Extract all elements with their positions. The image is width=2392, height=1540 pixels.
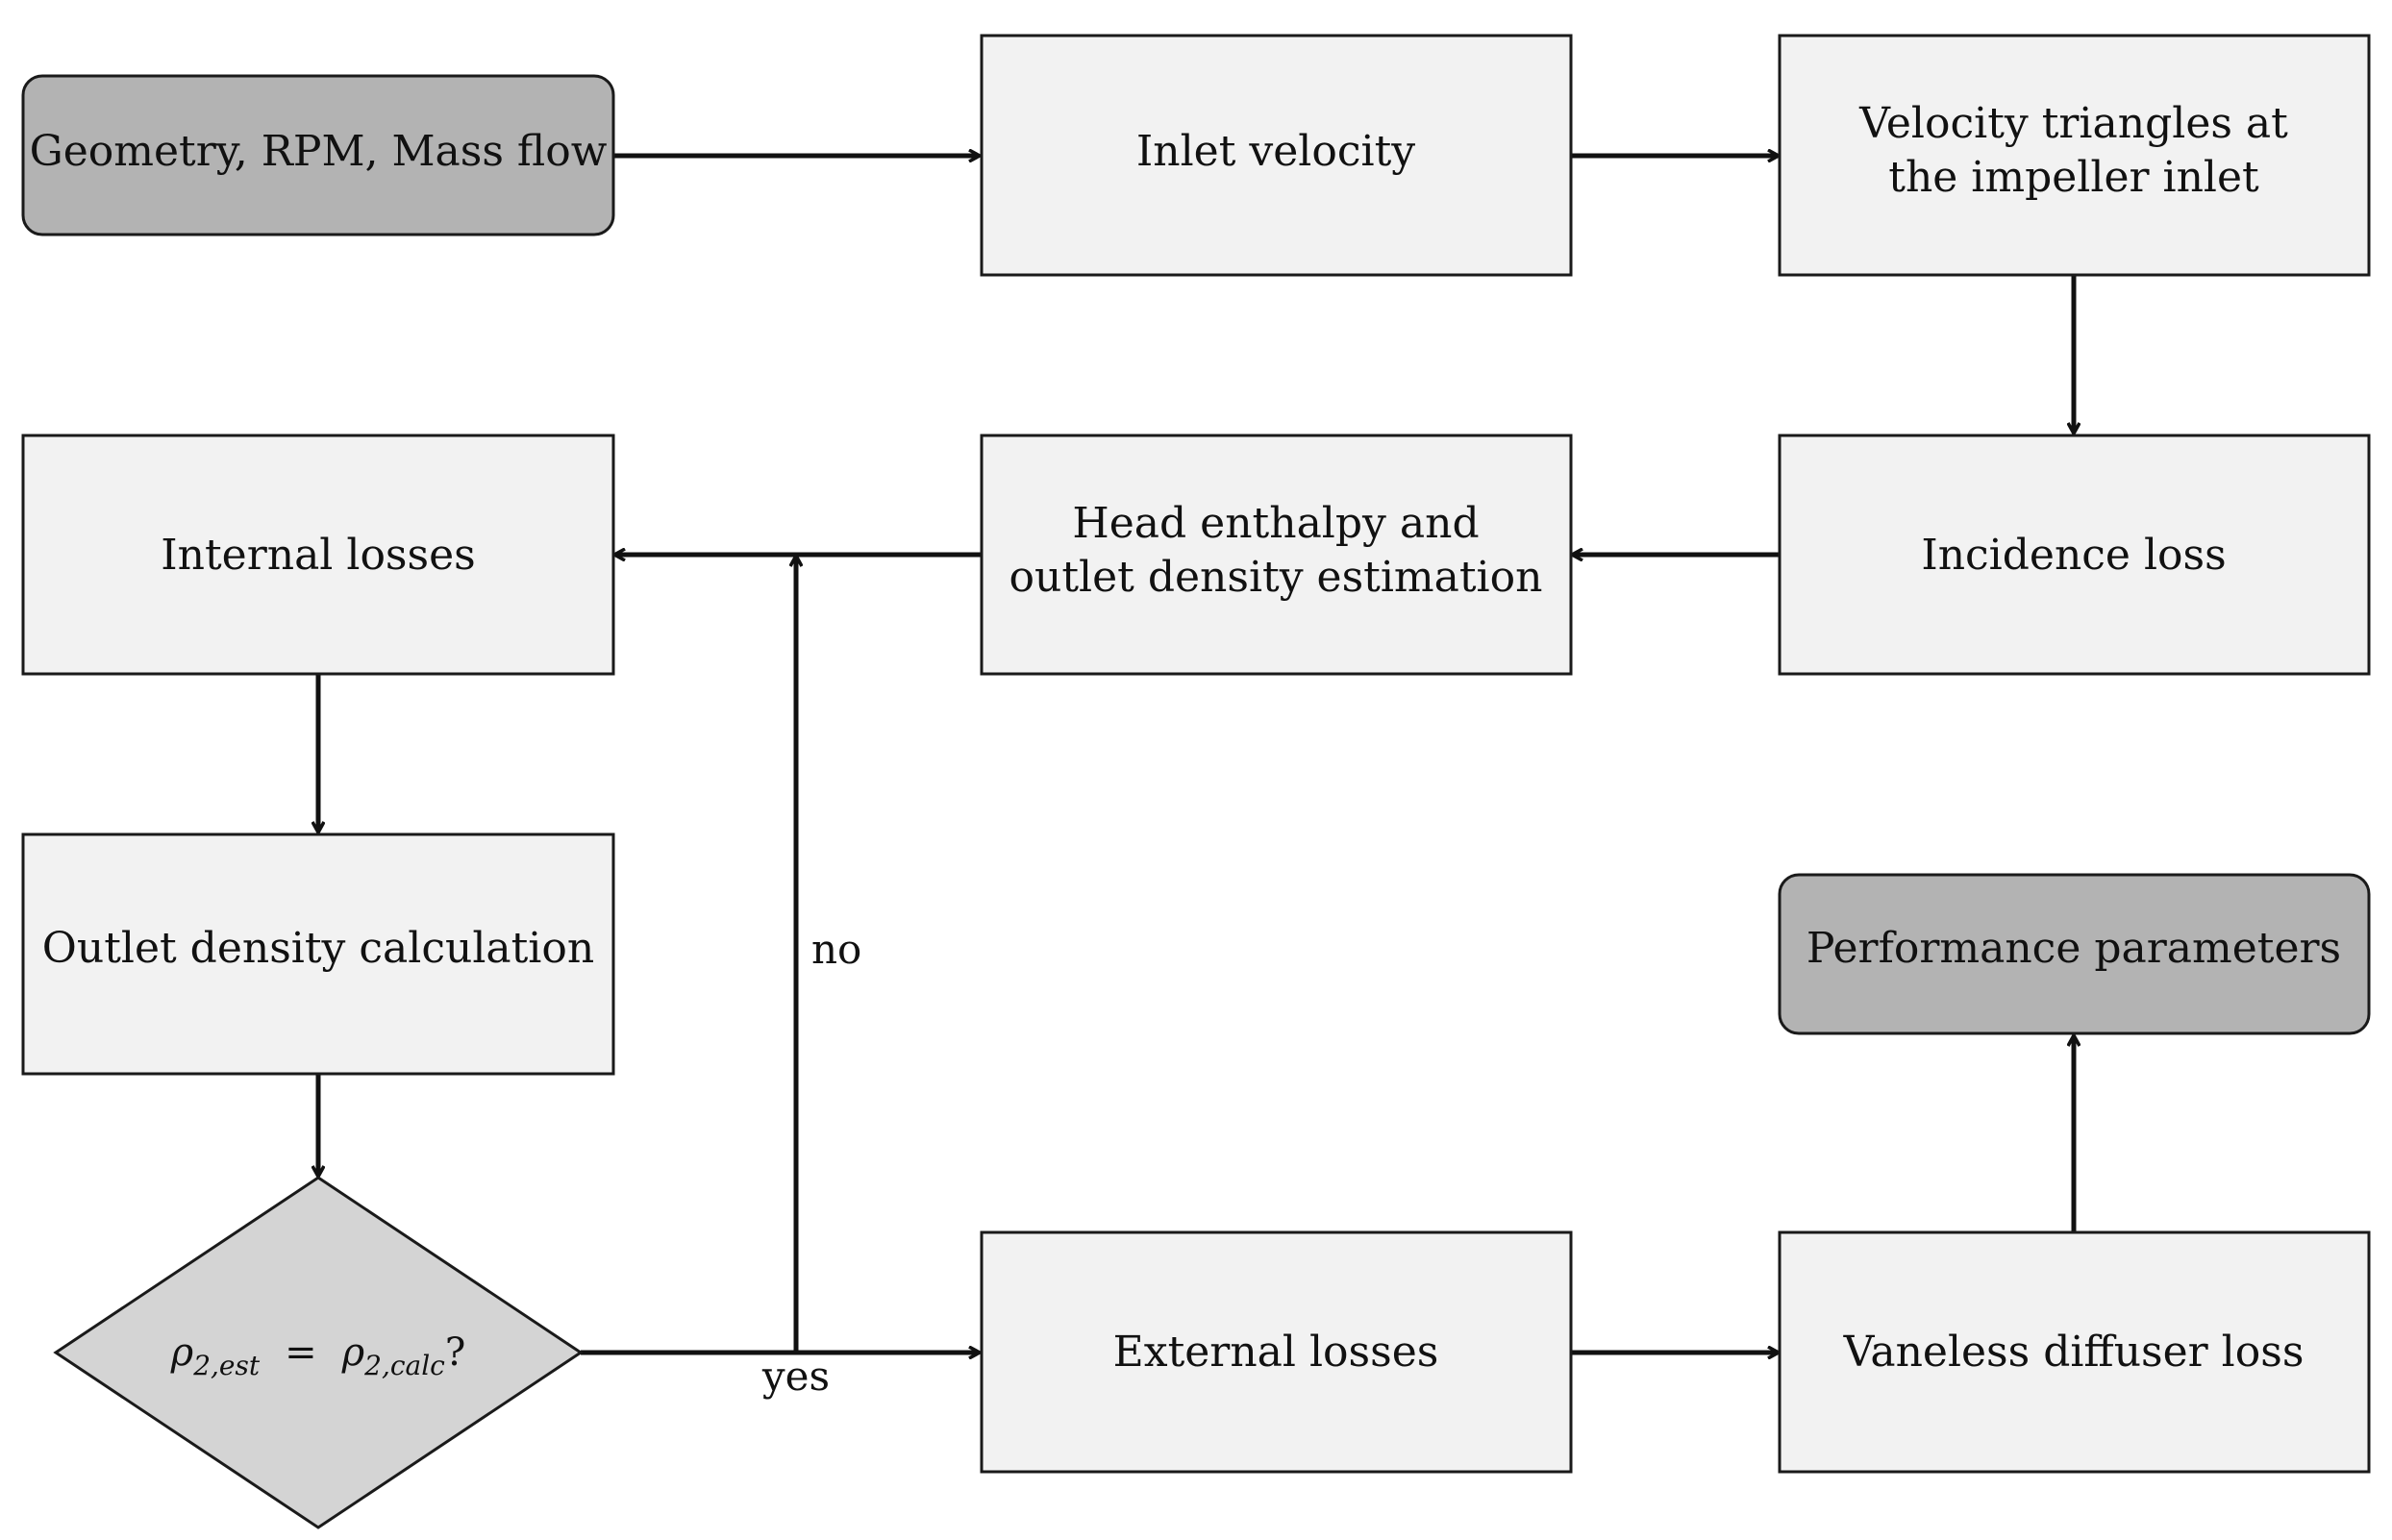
node-inlet-velocity: Inlet velocity — [980, 34, 1573, 277]
node-vaneless-diffuser: Vaneless diffuser loss — [1778, 1230, 2371, 1474]
node-internal-losses: Internal losses — [21, 434, 615, 676]
decision-lhs-subscript: 2,est — [192, 1350, 261, 1381]
node-velocity-triangles-line2: the impeller inlet — [1888, 153, 2259, 202]
decision-lhs-symbol: ρ — [170, 1330, 194, 1375]
node-outlet-density-label: Outlet density calculation — [42, 924, 594, 973]
edge-label-yes: yes — [761, 1353, 830, 1400]
node-internal-losses-label: Internal losses — [161, 531, 475, 580]
node-inlet-velocity-label: Inlet velocity — [1136, 127, 1415, 176]
node-head-enthalpy-line1: Head enthalpy and — [1072, 499, 1479, 548]
node-incidence-loss-label: Incidence loss — [1921, 531, 2226, 580]
node-performance-label: Performance parameters — [1806, 924, 2341, 973]
edges — [318, 156, 2074, 1353]
node-head-enthalpy: Head enthalpy and outlet density estimat… — [980, 434, 1573, 676]
node-decision: ρ2,est=ρ2,calc? — [53, 1176, 584, 1529]
node-geometry-label: Geometry, RPM, Mass flow — [30, 127, 608, 176]
decision-operator: = — [285, 1330, 317, 1375]
node-head-enthalpy-line2: outlet density estimation — [1009, 553, 1543, 602]
decision-question-mark: ? — [445, 1330, 465, 1375]
edge-label-no: no — [811, 926, 861, 973]
node-outlet-density: Outlet density calculation — [21, 832, 615, 1076]
node-velocity-triangles-line1: Velocity triangles at — [1858, 99, 2288, 148]
node-geometry: Geometry, RPM, Mass flow — [21, 74, 615, 236]
node-vaneless-diffuser-label: Vaneless diffuser loss — [1843, 1328, 2305, 1377]
node-performance: Performance parameters — [1778, 873, 2371, 1035]
node-incidence-loss: Incidence loss — [1778, 434, 2371, 676]
node-external-losses: External losses — [980, 1230, 1573, 1474]
decision-rhs-subscript: 2,calc — [363, 1350, 445, 1381]
decision-rhs-symbol: ρ — [341, 1330, 365, 1375]
node-external-losses-label: External losses — [1113, 1328, 1439, 1377]
decision-equation: ρ2,est=ρ2,calc? — [170, 1330, 466, 1381]
node-velocity-triangles: Velocity triangles at the impeller inlet — [1778, 34, 2371, 277]
